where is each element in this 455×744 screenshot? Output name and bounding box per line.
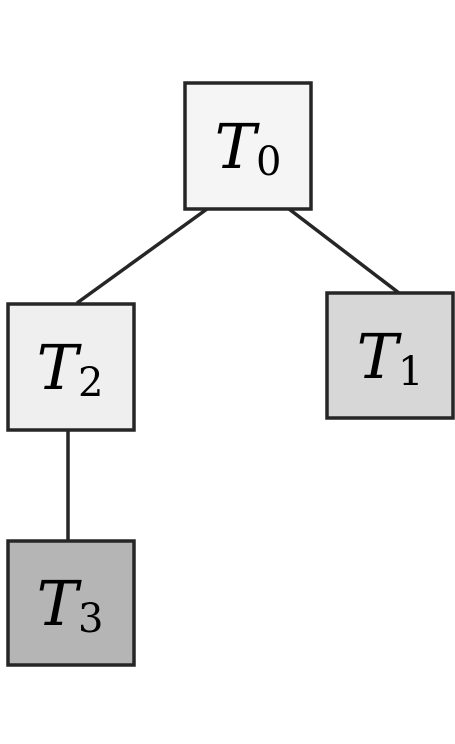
node-t1-letter: T — [357, 320, 403, 393]
node-t3-label: T3 — [37, 567, 104, 643]
node-t0-letter: T — [215, 110, 261, 183]
node-t2-subscript: 2 — [78, 360, 103, 406]
node-t3: T3 — [6, 539, 136, 667]
node-t2-letter: T — [37, 331, 83, 404]
node-t0-box — [183, 81, 313, 211]
node-t1: T1 — [325, 291, 455, 420]
node-t0-subscript: 0 — [256, 139, 281, 185]
edge-t0-t2 — [75, 207, 209, 305]
node-t1-box — [325, 291, 455, 420]
edges — [66, 207, 401, 541]
edge-t0-t1 — [287, 207, 401, 295]
node-t0: T0 — [183, 81, 313, 211]
node-t2-label: T2 — [37, 331, 104, 407]
node-t3-subscript: 3 — [78, 596, 103, 642]
node-t2-box — [6, 302, 136, 432]
node-t3-box — [6, 539, 136, 667]
node-t0-label: T0 — [215, 110, 282, 186]
node-t3-letter: T — [37, 567, 83, 640]
node-t1-subscript: 1 — [398, 349, 423, 395]
node-t1-label: T1 — [357, 320, 424, 396]
node-t2: T2 — [6, 302, 136, 432]
